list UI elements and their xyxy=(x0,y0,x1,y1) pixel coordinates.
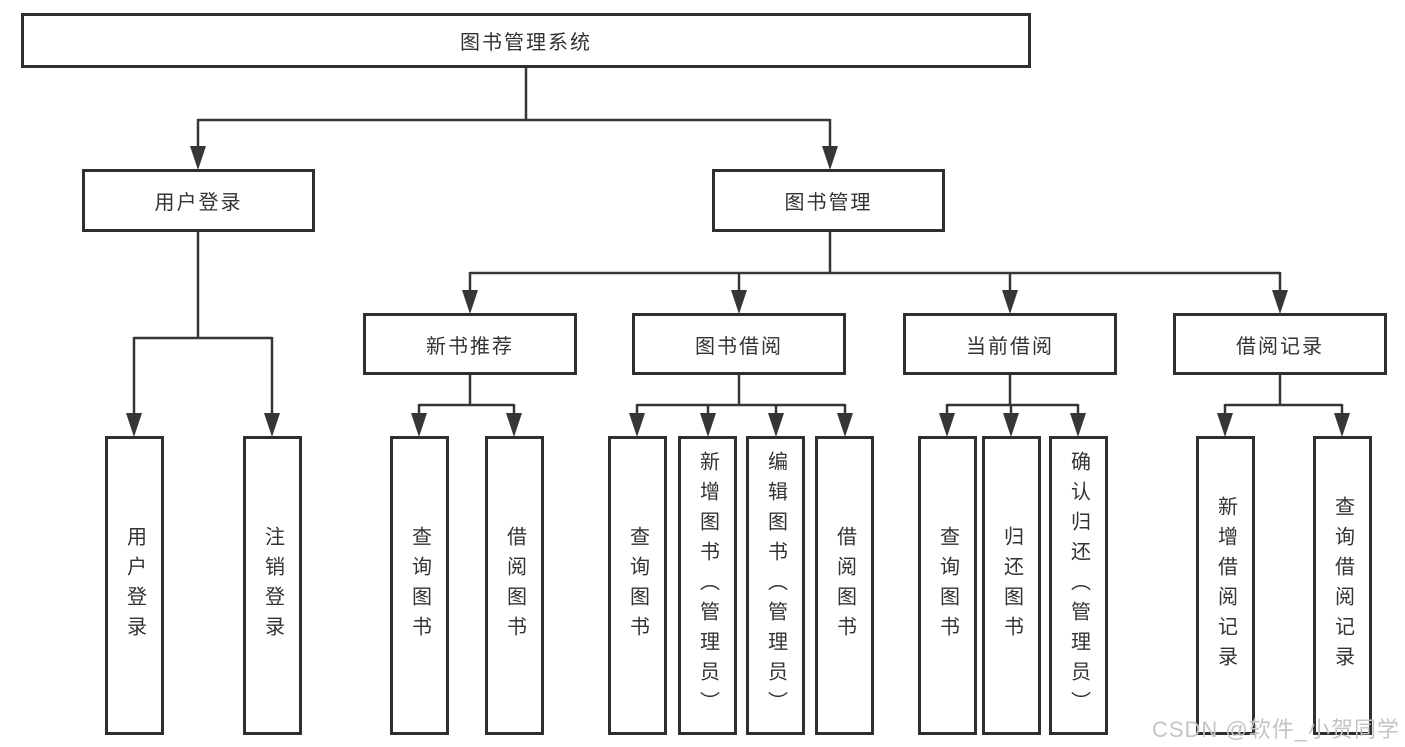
node-new-book-rec-label: 新书推荐 xyxy=(426,335,514,358)
leaf-bb-borrow-books-label: 借阅图书 xyxy=(833,525,856,646)
leaf-nbr-query-books-label: 查询图书 xyxy=(408,525,431,646)
leaf-nbr-borrow-books: 借阅图书 xyxy=(485,436,544,735)
node-root: 图书管理系统 xyxy=(21,13,1031,68)
leaf-br-query-record-label: 查询借阅记录 xyxy=(1331,495,1354,676)
leaf-logout-label: 注销登录 xyxy=(261,525,284,646)
node-book-mgmt-label: 图书管理 xyxy=(784,192,873,214)
leaf-br-add-record-label: 新增借阅记录 xyxy=(1214,495,1237,676)
leaf-cb-query-books: 查询图书 xyxy=(918,436,977,735)
node-borrow-records-label: 借阅记录 xyxy=(1236,335,1324,358)
leaf-cb-confirm-return: 确认归还（管理员） xyxy=(1049,436,1108,735)
node-borrow-records: 借阅记录 xyxy=(1173,313,1387,375)
node-root-label: 图书管理系统 xyxy=(460,32,592,54)
node-current-borrow: 当前借阅 xyxy=(903,313,1117,375)
node-book-borrow: 图书借阅 xyxy=(632,313,846,375)
leaf-br-query-record: 查询借阅记录 xyxy=(1313,436,1372,735)
node-current-borrow-label: 当前借阅 xyxy=(966,335,1054,358)
leaf-cb-return-books-label: 归还图书 xyxy=(1000,525,1023,646)
leaf-cb-confirm-return-label: 确认归还（管理员） xyxy=(1067,450,1090,721)
node-book-mgmt: 图书管理 xyxy=(712,169,945,232)
node-user-login-label: 用户登录 xyxy=(154,192,243,214)
node-book-borrow-label: 图书借阅 xyxy=(695,335,783,358)
leaf-cb-return-books: 归还图书 xyxy=(982,436,1041,735)
leaf-nbr-query-books: 查询图书 xyxy=(390,436,449,735)
leaf-bb-query-books-label: 查询图书 xyxy=(626,525,649,646)
leaf-cb-query-books-label: 查询图书 xyxy=(936,525,959,646)
csdn-watermark: CSDN @软件_小贺同学 xyxy=(1151,717,1400,742)
leaf-nbr-borrow-books-label: 借阅图书 xyxy=(503,525,526,646)
arrowhead-group xyxy=(126,146,1350,437)
node-new-book-rec: 新书推荐 xyxy=(363,313,577,375)
leaf-bb-edit-books-label: 编辑图书（管理员） xyxy=(764,450,787,721)
leaf-user-login: 用户登录 xyxy=(105,436,164,735)
leaf-br-add-record: 新增借阅记录 xyxy=(1196,436,1255,735)
leaf-bb-edit-books: 编辑图书（管理员） xyxy=(746,436,805,735)
leaf-bb-add-books-label: 新增图书（管理员） xyxy=(696,450,719,721)
leaf-user-login-label: 用户登录 xyxy=(123,525,146,646)
leaf-bb-borrow-books: 借阅图书 xyxy=(815,436,874,735)
leaf-bb-query-books: 查询图书 xyxy=(608,436,667,735)
node-user-login: 用户登录 xyxy=(82,169,315,232)
leaf-logout: 注销登录 xyxy=(243,436,302,735)
leaf-bb-add-books: 新增图书（管理员） xyxy=(678,436,737,735)
